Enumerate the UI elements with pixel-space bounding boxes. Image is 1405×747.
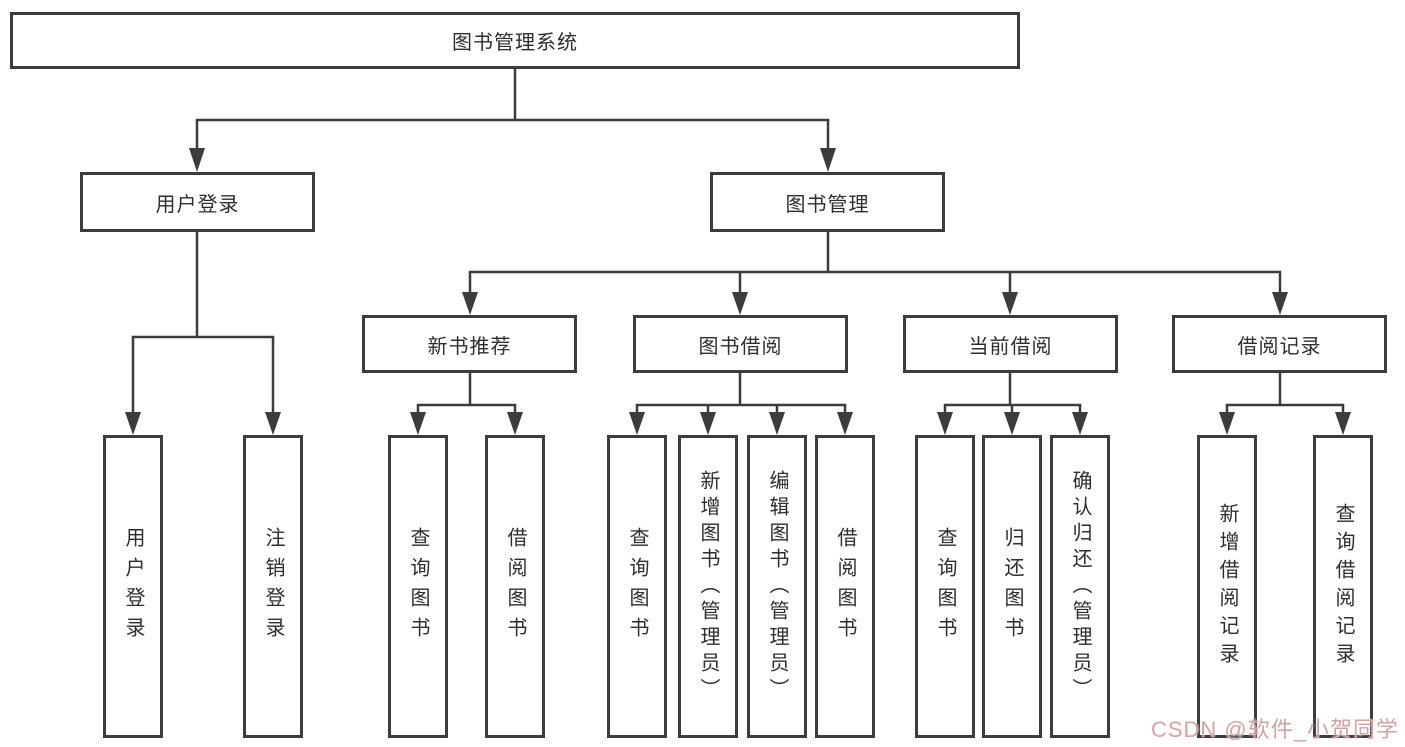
node-current-borrowing: 当前借阅	[903, 315, 1118, 373]
leaf-borrow-books: 借阅图书	[815, 435, 875, 738]
node-new-book-recommend: 新书推荐	[362, 315, 577, 373]
node-borrowing-records-label: 借阅记录	[1237, 335, 1322, 358]
leaf-add-books-admin-label: 新增图书（管理员）	[697, 469, 719, 704]
leaf-user-login: 用户登录	[103, 435, 163, 738]
leaf-edit-books-admin: 编辑图书（管理员）	[747, 435, 807, 738]
leaf-confirm-return-admin: 确认归还（管理员）	[1050, 435, 1110, 738]
leaf-confirm-return-admin-label: 确认归还（管理员）	[1069, 469, 1091, 704]
node-borrowing-records: 借阅记录	[1172, 315, 1387, 373]
leaf-recommend-borrow-books-label: 借阅图书	[504, 526, 526, 647]
leaf-current-query-books: 查询图书	[915, 435, 975, 738]
leaf-query-borrow-record: 查询借阅记录	[1313, 435, 1373, 738]
leaf-user-login-label: 用户登录	[122, 526, 144, 647]
leaf-return-books: 归还图书	[982, 435, 1042, 738]
leaf-borrow-query-books-label: 查询图书	[626, 526, 648, 647]
leaf-add-borrow-record: 新增借阅记录	[1197, 435, 1257, 738]
leaf-return-books-label: 归还图书	[1001, 526, 1023, 647]
node-book-management: 图书管理	[710, 172, 945, 232]
leaf-logout: 注销登录	[243, 435, 303, 738]
node-book-borrowing: 图书借阅	[633, 315, 848, 373]
leaf-borrow-query-books: 查询图书	[607, 435, 667, 738]
leaf-borrow-books-label: 借阅图书	[834, 526, 856, 647]
node-new-book-recommend-label: 新书推荐	[427, 335, 512, 358]
leaf-logout-label: 注销登录	[262, 526, 284, 647]
leaf-add-borrow-record-label: 新增借阅记录	[1216, 502, 1238, 671]
node-root: 图书管理系统	[10, 12, 1020, 69]
node-current-borrowing-label: 当前借阅	[968, 335, 1053, 358]
leaf-recommend-borrow-books: 借阅图书	[485, 435, 545, 738]
node-user-login: 用户登录	[80, 172, 315, 232]
leaf-current-query-books-label: 查询图书	[934, 526, 956, 647]
node-book-borrowing-label: 图书借阅	[698, 335, 783, 358]
node-user-login-label: 用户登录	[155, 193, 240, 216]
node-book-management-label: 图书管理	[785, 193, 870, 216]
csdn-watermark: CSDN @软件_小贺同学	[1150, 717, 1399, 742]
leaf-recommend-query-books: 查询图书	[388, 435, 448, 738]
leaf-edit-books-admin-label: 编辑图书（管理员）	[766, 469, 788, 704]
leaf-query-borrow-record-label: 查询借阅记录	[1332, 502, 1354, 671]
node-root-label: 图书管理系统	[452, 32, 578, 54]
leaf-add-books-admin: 新增图书（管理员）	[678, 435, 738, 738]
leaf-recommend-query-books-label: 查询图书	[407, 526, 429, 647]
